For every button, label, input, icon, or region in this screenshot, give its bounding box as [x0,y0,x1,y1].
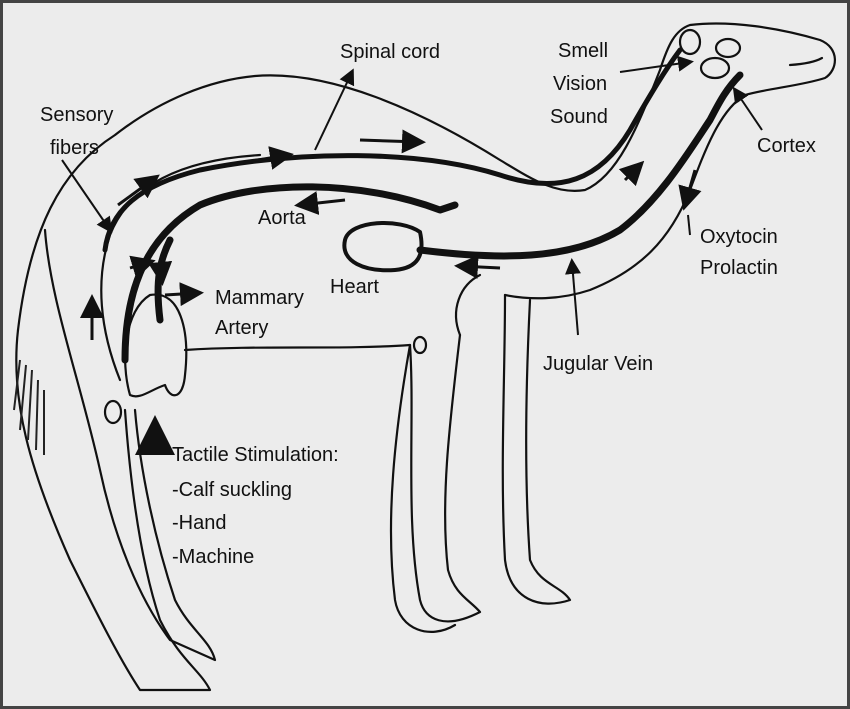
heart-shape [342,221,424,273]
label-tactile-stimulation: Tactile Stimulation: [172,444,339,466]
label-sensory: Sensory [40,104,113,126]
label-spinal-cord: Spinal cord [340,41,440,63]
label-fibers: fibers [50,137,99,159]
label-sound: Sound [550,106,608,128]
jugular-vein-path [416,71,744,260]
label-mammary: Mammary [215,287,304,309]
label-jugular-vein: Jugular Vein [543,353,653,375]
label-vision: Vision [553,73,607,95]
aorta-path [121,183,459,364]
flow-arrows [61,55,763,455]
label-aorta: Aorta [258,207,307,229]
spinal-cord-path [102,47,683,253]
label-heart: Heart [330,276,379,298]
label-calf-suckling: -Calf suckling [172,479,292,501]
label-machine: -Machine [172,546,254,568]
label-oxytocin: Oxytocin [700,226,778,248]
label-prolactin: Prolactin [700,257,778,279]
label-hand: -Hand [172,512,226,534]
label-smell: Smell [558,40,608,62]
label-cortex: Cortex [757,135,816,157]
label-artery: Artery [215,317,268,339]
